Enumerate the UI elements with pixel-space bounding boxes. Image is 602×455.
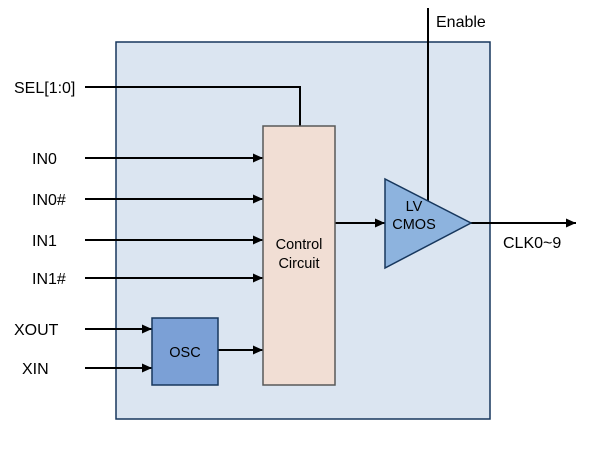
sel-line — [85, 86, 301, 130]
lvcmos-label-line1: LV — [406, 199, 423, 215]
in1-label: IN1 — [32, 233, 57, 250]
control-circuit-box — [262, 125, 336, 386]
xout-label: XOUT — [14, 322, 59, 339]
lvcmos-buffer-triangle — [384, 177, 473, 270]
xin-label: XIN — [22, 361, 49, 378]
lvcmos-label-line2: CMOS — [392, 217, 436, 233]
clk-label: CLK0~9 — [503, 235, 561, 252]
in0-label: IN0 — [32, 151, 57, 168]
control-circuit-label-line2: Circuit — [278, 256, 319, 272]
osc-label: OSC — [169, 345, 200, 361]
enable-label: Enable — [436, 14, 486, 31]
in0n-label: IN0# — [32, 192, 66, 209]
control-circuit-label-line1: Control — [276, 237, 323, 253]
sel-label: SEL[1:0] — [14, 80, 75, 97]
osc-box — [151, 317, 219, 386]
in1n-label: IN1# — [32, 271, 66, 288]
